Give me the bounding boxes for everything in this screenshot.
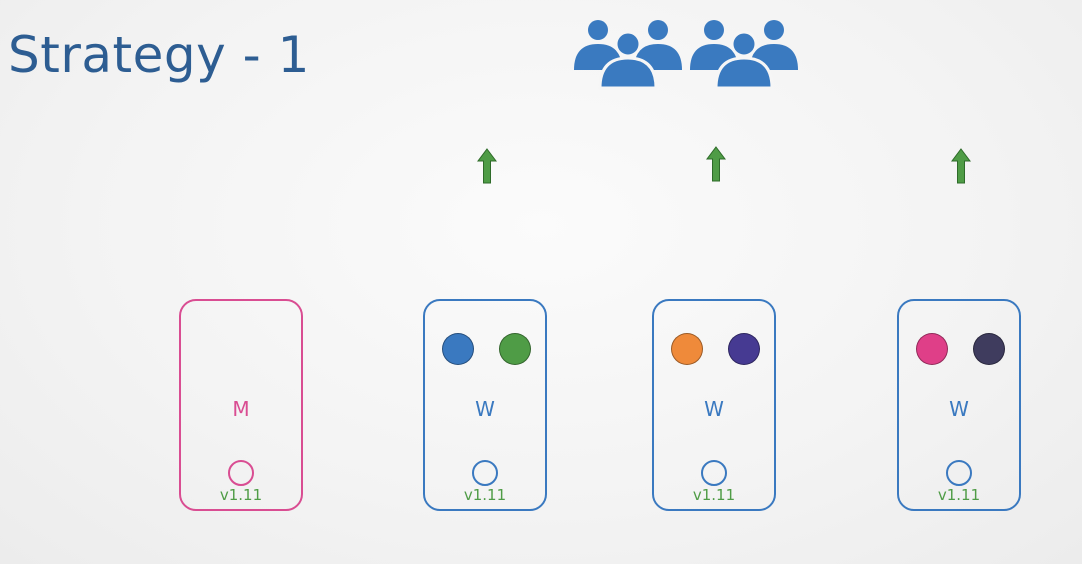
kubelet-circle-icon <box>472 460 498 486</box>
pod-circle-icon <box>442 333 474 365</box>
worker-node-1: W v1.11 <box>423 299 547 511</box>
worker-node-3: W v1.11 <box>897 299 1021 511</box>
node-version-label: v1.11 <box>937 486 981 504</box>
node-role-label: W <box>475 397 495 421</box>
pod-circle-icon <box>728 333 760 365</box>
kubelet-circle-icon <box>946 460 972 486</box>
node-role-label: W <box>949 397 969 421</box>
node-version-label: v1.11 <box>463 486 507 504</box>
pod-circle-icon <box>671 333 703 365</box>
master-node: M v1.11 <box>179 299 303 511</box>
node-version-label: v1.11 <box>219 486 263 504</box>
pod-circle-icon <box>499 333 531 365</box>
page-title: Strategy - 1 <box>8 26 310 84</box>
arrow-up-icon <box>477 148 497 184</box>
arrow-up-icon <box>706 146 726 182</box>
kubelet-circle-icon <box>228 460 254 486</box>
node-role-label: M <box>232 397 250 421</box>
node-version-label: v1.11 <box>692 486 736 504</box>
pod-circle-icon <box>973 333 1005 365</box>
users-group-icon <box>574 20 798 90</box>
kubelet-circle-icon <box>701 460 727 486</box>
arrow-up-icon <box>951 148 971 184</box>
node-role-label: W <box>704 397 724 421</box>
pod-circle-icon <box>916 333 948 365</box>
worker-node-2: W v1.11 <box>652 299 776 511</box>
